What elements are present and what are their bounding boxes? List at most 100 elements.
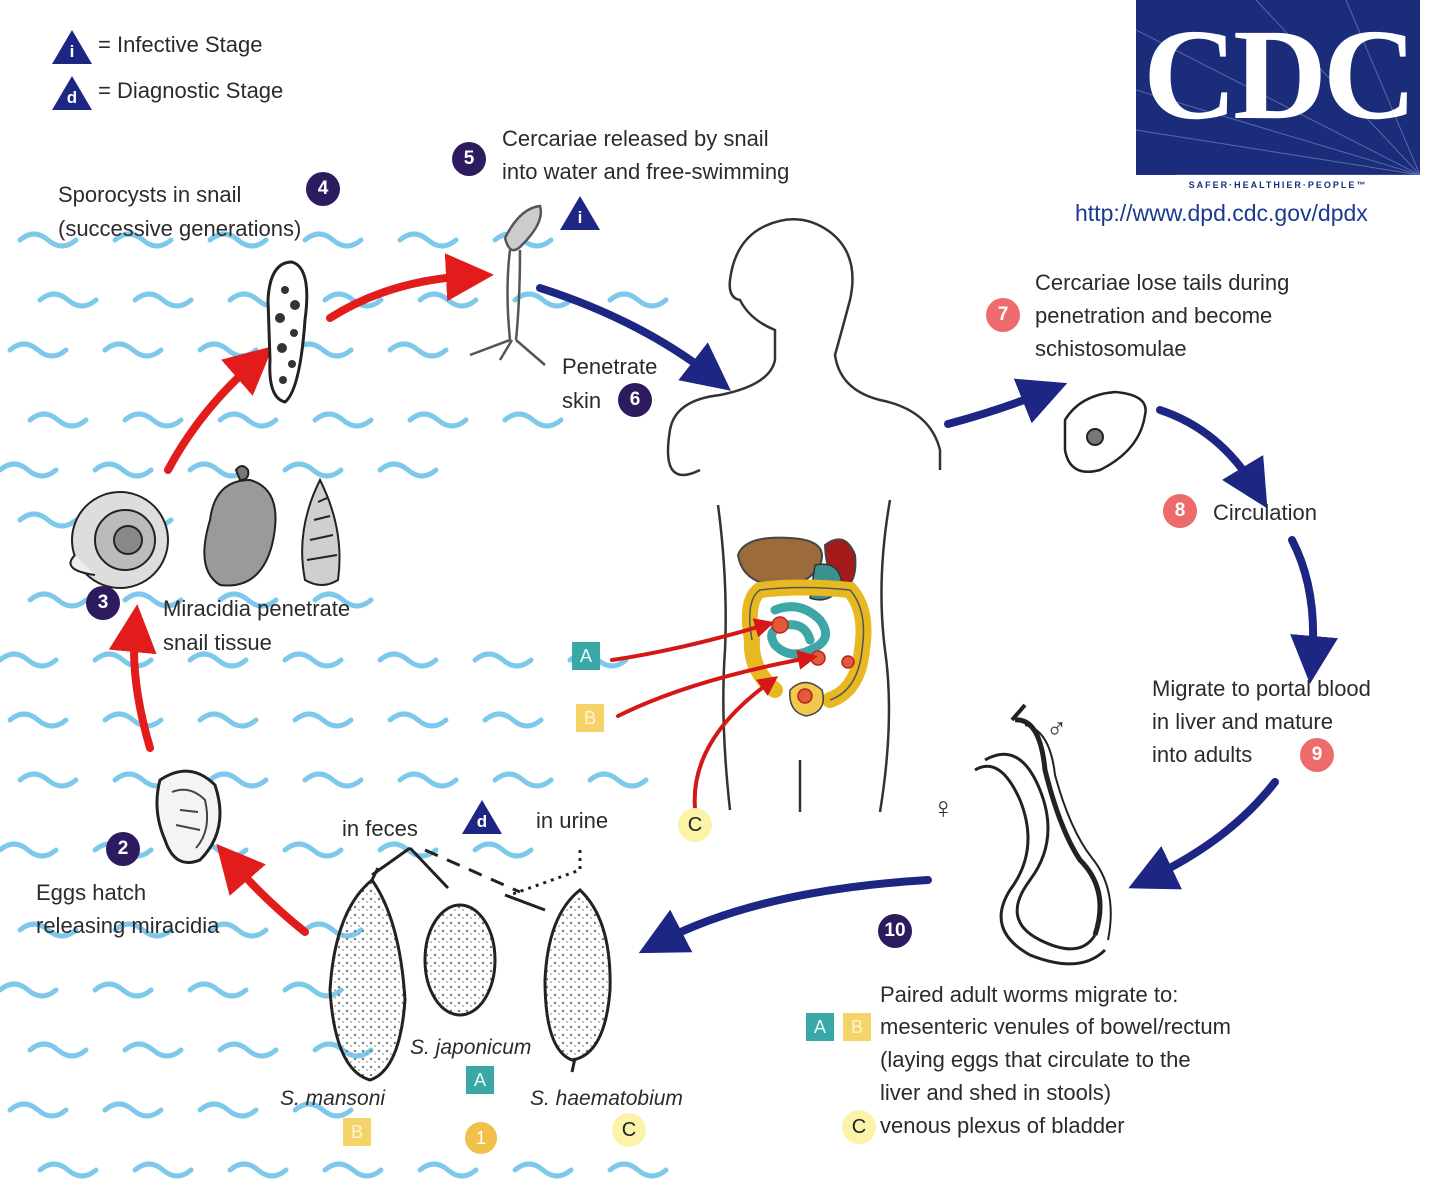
worm-site-a — [771, 616, 789, 634]
infective-stage-icon: i — [52, 30, 92, 64]
miracidium-egg — [155, 769, 222, 864]
step-2-line-1: Eggs hatch — [36, 880, 147, 905]
eggs-group — [328, 867, 612, 1082]
liver — [736, 536, 823, 587]
egg-marker-1: 1 — [465, 1122, 497, 1154]
step-5-infective-icon: i — [560, 196, 600, 230]
human-figure-outline — [666, 218, 942, 477]
arrow-snail-to-sporocyst — [164, 346, 274, 474]
schistosomula-sucker — [1086, 428, 1104, 446]
adult-worm-pair — [974, 703, 1112, 966]
water-wave — [0, 461, 59, 479]
water-wave — [482, 711, 544, 729]
step-6-line-1: Penetrate — [562, 354, 658, 379]
water-wave — [17, 921, 79, 939]
blue-cycle-arrows — [536, 284, 1338, 954]
mansoni-site-b: B — [343, 1118, 371, 1146]
step-7-line-3: schistosomulae — [1035, 336, 1187, 361]
in-urine-label: in urine — [536, 808, 609, 833]
water-wave — [587, 771, 649, 789]
water-wave — [0, 651, 59, 669]
worm-site-c — [797, 688, 813, 704]
water-wave — [17, 231, 79, 249]
water-wave — [512, 1161, 574, 1179]
arrow-eggs-to-miracidia — [216, 843, 309, 936]
step-6-badge: 6 — [618, 383, 652, 417]
step-5-line-2: into water and free-swimming — [502, 159, 790, 184]
water-wave — [27, 1041, 89, 1059]
water-wave — [492, 771, 554, 789]
water-wave — [322, 1161, 384, 1179]
diagnostic-stage-icon: d — [52, 76, 92, 110]
arrow-circulation-to-portal — [1288, 536, 1338, 684]
water-wave — [607, 1161, 669, 1179]
step-3-badge: 3 — [86, 586, 120, 620]
cdc-logo: CDC — [1136, 0, 1420, 175]
in-feces-label: in feces — [342, 816, 418, 841]
step-5-badge: 5 — [452, 142, 486, 176]
water-wave — [282, 461, 344, 479]
water-wave — [227, 1161, 289, 1179]
step-9-badge: 9 — [1300, 738, 1334, 772]
step-10-site-a: A — [806, 1013, 834, 1041]
water-wave — [377, 461, 439, 479]
arrow-schistosomulae-to-circulation — [1156, 406, 1268, 509]
egg-connector-lines — [371, 846, 582, 912]
step-7-line-1: Cercariae lose tails during — [1035, 270, 1290, 295]
water-wave — [122, 1041, 184, 1059]
water-wave — [112, 231, 174, 249]
water-wave — [122, 591, 184, 609]
schistosomula — [1063, 390, 1147, 473]
cdc-logo-rays — [1136, 0, 1420, 175]
step-6-line-2: skin — [562, 388, 602, 413]
step-10-site-c: C — [842, 1110, 876, 1144]
arrow-miracidia-to-snail — [108, 604, 157, 752]
organ-site-b: B — [576, 704, 604, 732]
water-wave — [387, 341, 449, 359]
water-wave — [387, 711, 449, 729]
water-waves — [0, 231, 669, 1179]
water-wave — [102, 1101, 164, 1119]
step-2-badge: 2 — [106, 832, 140, 866]
diagnostic-stage-label: = Diagnostic Stage — [98, 78, 284, 103]
diagnostic-stage-eggs-icon: d — [462, 800, 502, 834]
arrow-sporocyst-to-cercariae — [326, 253, 494, 322]
water-wave — [302, 231, 364, 249]
water-wave — [112, 921, 174, 939]
organ-site-c: C — [678, 808, 712, 842]
water-wave — [17, 511, 79, 529]
step-3-line-1: Miracidia penetrate — [163, 596, 351, 621]
egg-s-haematobium — [543, 888, 612, 1062]
water-wave — [102, 341, 164, 359]
cdc-url-link[interactable]: http://www.dpd.cdc.gov/dpdx — [1075, 200, 1368, 226]
water-wave — [282, 651, 344, 669]
s-japonicum-label: S. japonicum — [410, 1036, 532, 1059]
male-symbol: ♂ — [1046, 713, 1067, 744]
water-wave — [322, 291, 384, 309]
water-wave — [132, 291, 194, 309]
water-wave — [282, 841, 344, 859]
water-wave — [0, 981, 59, 999]
water-wave — [0, 841, 59, 859]
worm-site-d — [841, 655, 855, 669]
step-5-line-1: Cercariae released by snail — [502, 126, 769, 151]
step-3-line-2: snail tissue — [163, 630, 272, 655]
water-wave — [132, 1161, 194, 1179]
water-wave — [407, 411, 469, 429]
step-4-badge: 4 — [306, 172, 340, 206]
water-wave — [92, 651, 154, 669]
colon-outline — [749, 586, 865, 701]
water-wave — [292, 711, 354, 729]
step-10-badge: 10 — [878, 914, 912, 948]
haematobium-site-c: C — [612, 1113, 646, 1147]
step-10-line-5: venous plexus of bladder — [880, 1113, 1125, 1138]
water-wave — [417, 1161, 479, 1179]
organ-site-a: A — [572, 642, 600, 670]
water-wave — [197, 341, 259, 359]
step-10-line-4: liver and shed in stools) — [880, 1080, 1112, 1105]
water-wave — [187, 981, 249, 999]
sporocyst-body — [266, 260, 309, 404]
water-wave — [472, 841, 534, 859]
